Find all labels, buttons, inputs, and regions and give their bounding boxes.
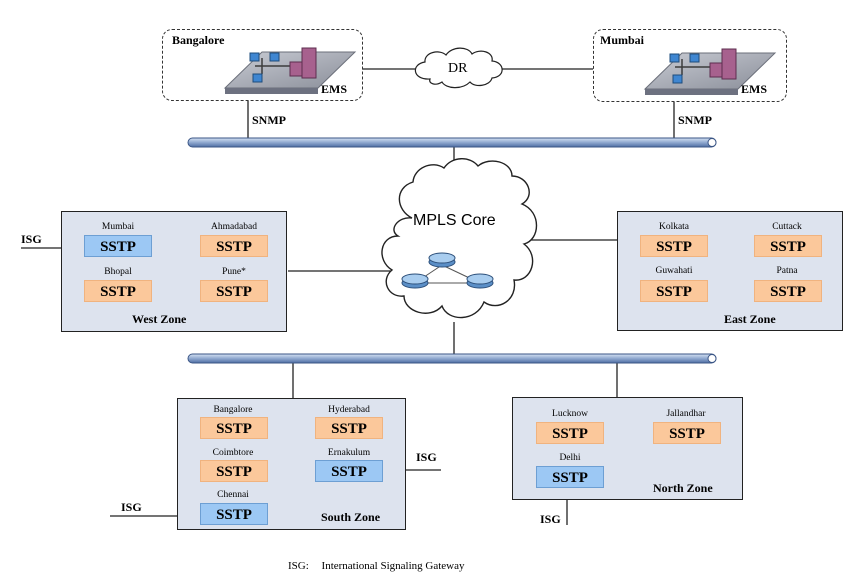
site-name: Bangalore — [213, 405, 253, 415]
site-name: Lucknow — [552, 409, 588, 419]
zone-title-west: West Zone — [132, 312, 187, 326]
ems-site-mumbai: Mumbai — [600, 33, 645, 47]
sstp-node: SSTP — [84, 235, 152, 257]
site-name: Jallandhar — [666, 409, 706, 419]
dr-label: DR — [448, 61, 468, 76]
legend: ISG: International Signaling Gateway — [288, 560, 465, 572]
legend-abbr: ISG: — [288, 560, 309, 572]
east-zone — [617, 211, 843, 331]
snmp-label-right: SNMP — [678, 113, 712, 127]
ems-box-mumbai — [593, 29, 787, 102]
site-name: Coimbtore — [212, 448, 254, 458]
ems-right-illustration — [643, 48, 777, 95]
mpls-core-cloud — [381, 158, 538, 319]
sstp-node: SSTP — [653, 422, 721, 444]
site-name: Guwahati — [655, 266, 693, 276]
sstp-node: SSTP — [200, 503, 268, 525]
site-name: Delhi — [559, 453, 581, 463]
sstp-node: SSTP — [200, 460, 268, 482]
ems-left-illustration — [223, 47, 357, 94]
sstp-node: SSTP — [200, 417, 268, 439]
ems-label-mumbai: EMS — [741, 82, 768, 96]
isg-label-north: ISG — [540, 512, 561, 526]
legend-text: International Signaling Gateway — [321, 560, 465, 572]
site-name: Chennai — [217, 490, 249, 500]
bottom-bus — [187, 353, 717, 364]
site-name: Mumbai — [101, 222, 135, 232]
ems-box-bangalore — [162, 29, 363, 101]
sstp-node: SSTP — [84, 280, 152, 302]
site-name: Kolkata — [658, 222, 690, 232]
ems-site-bangalore: Bangalore — [172, 33, 225, 47]
router-icons — [401, 252, 494, 289]
site-name: Ahmadabad — [211, 222, 257, 232]
sstp-node: SSTP — [640, 280, 708, 302]
site-name: Ernakulum — [327, 448, 371, 458]
isg-label-west: ISG — [21, 232, 42, 246]
sstp-node: SSTP — [754, 235, 822, 257]
isg-label-south-left: ISG — [121, 500, 142, 514]
dr-cloud — [414, 47, 503, 89]
sstp-node: SSTP — [315, 417, 383, 439]
sstp-node: SSTP — [640, 235, 708, 257]
zone-title-east: East Zone — [724, 312, 776, 326]
sstp-node: SSTP — [536, 422, 604, 444]
sstp-node: SSTP — [754, 280, 822, 302]
sstp-node: SSTP — [200, 280, 268, 302]
mpls-core-label: MPLS Core — [413, 212, 496, 229]
sstp-node: SSTP — [315, 460, 383, 482]
ems-label-bangalore: EMS — [321, 82, 348, 96]
site-name: Patna — [776, 266, 798, 276]
site-name: Pune* — [222, 267, 246, 277]
isg-label-south-right: ISG — [416, 450, 437, 464]
site-name: Hyderabad — [328, 405, 370, 415]
zone-title-north: North Zone — [653, 481, 713, 495]
sstp-node: SSTP — [536, 466, 604, 488]
site-name: Bhopal — [104, 267, 132, 277]
snmp-label-left: SNMP — [252, 113, 286, 127]
top-bus — [187, 137, 717, 148]
site-name: Cuttack — [772, 222, 802, 232]
zone-title-south: South Zone — [321, 510, 381, 524]
west-zone — [61, 211, 287, 332]
sstp-node: SSTP — [200, 235, 268, 257]
